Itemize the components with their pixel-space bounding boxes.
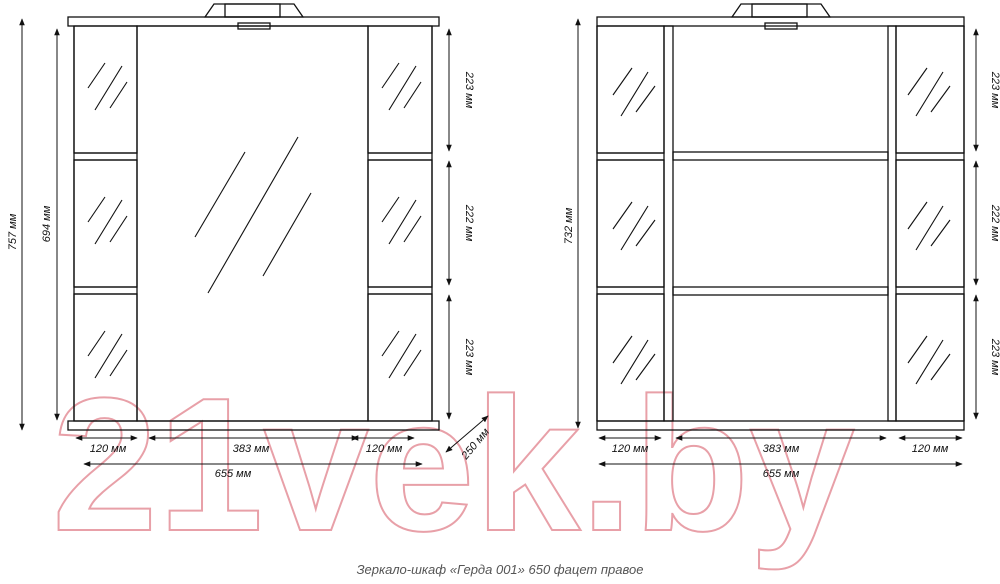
- right-dimension-labels: 732 мм 223 мм 222 мм 223 мм 120 мм 383 м…: [563, 71, 1000, 480]
- product-caption: Зеркало-шкаф «Герда 001» 650 фацет право…: [356, 562, 644, 577]
- left-cabinet: [67, 3, 440, 431]
- right-door-mid: [367, 159, 433, 288]
- glass-reflection-marks: [612, 67, 951, 385]
- dim-section-top: 223 мм: [989, 71, 1000, 109]
- bottom-shelf: [596, 420, 965, 431]
- lamp-icon: [730, 3, 832, 18]
- top-cornice: [596, 16, 965, 27]
- dim-height-body: 694 мм: [41, 205, 53, 242]
- dim-width-left: 120 мм: [90, 443, 127, 455]
- top-cornice: [67, 16, 440, 27]
- dim-width-center: 383 мм: [233, 443, 270, 455]
- dim-width-left: 120 мм: [612, 443, 649, 455]
- dim-width-total: 655 мм: [215, 468, 252, 480]
- dim-width-center: 383 мм: [763, 443, 800, 455]
- dim-height-total: 757 мм: [7, 213, 19, 250]
- dim-section-bottom: 223 мм: [463, 338, 475, 376]
- right-door-top: [367, 25, 433, 154]
- dim-width-total: 655 мм: [763, 468, 800, 480]
- watermark: 21vek.by: [52, 359, 855, 571]
- glass-reflection-marks: [87, 62, 422, 379]
- dim-section-mid: 222 мм: [989, 204, 1000, 242]
- left-door-mid: [73, 159, 138, 288]
- right-post: [887, 25, 897, 422]
- dim-width-right: 120 мм: [366, 443, 403, 455]
- dim-section-mid: 222 мм: [463, 204, 475, 242]
- dim-width-right: 120 мм: [912, 443, 949, 455]
- left-post: [663, 25, 674, 422]
- left-door-top: [73, 25, 138, 154]
- lamp-icon: [203, 3, 305, 18]
- inner-shelf-top: [672, 151, 889, 161]
- inner-shelf-bottom: [672, 286, 889, 296]
- dim-height-body: 732 мм: [563, 207, 575, 244]
- dim-section-top: 223 мм: [463, 71, 475, 109]
- right-dimensions: [575, 18, 979, 467]
- dim-section-bottom: 223 мм: [989, 338, 1000, 376]
- right-cabinet: [596, 3, 965, 431]
- left-dimensions: [19, 18, 489, 467]
